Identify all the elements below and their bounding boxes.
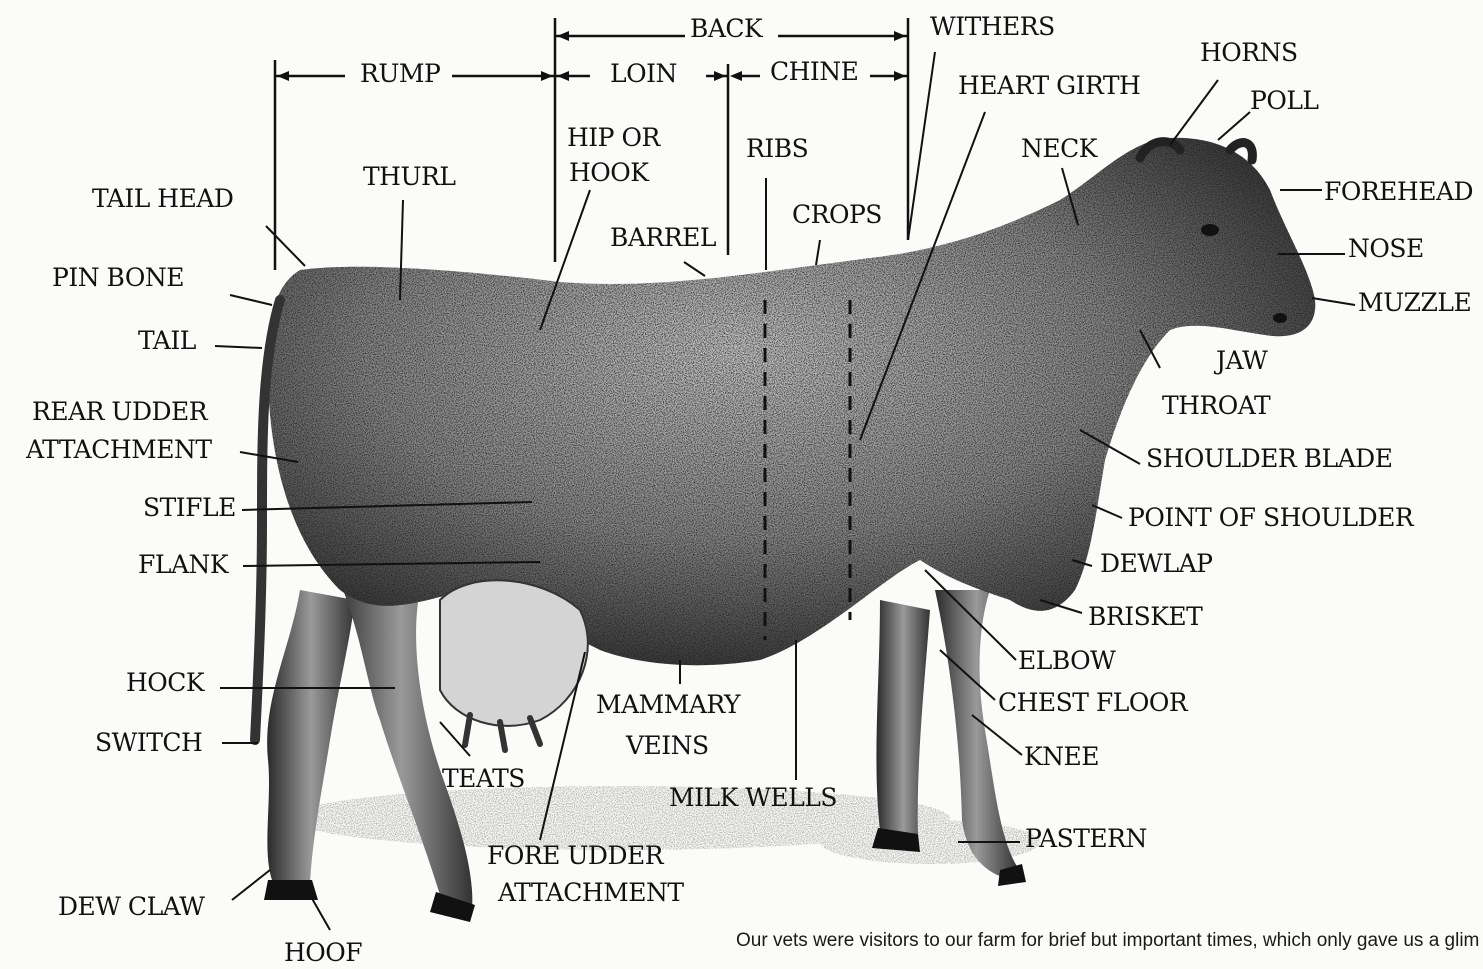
label-pastern: PASTERN (1025, 826, 1147, 851)
label-thurl: THURL (363, 164, 455, 189)
label-hock: HOCK (126, 670, 204, 695)
label-switch: SWITCH (95, 730, 202, 755)
label-ribs: RIBS (746, 136, 808, 161)
label-tail: TAIL (138, 328, 196, 353)
label-loin: LOIN (610, 61, 677, 86)
label-fore-udder-attachment: ATTACHMENT (498, 880, 684, 905)
label-nose: NOSE (1348, 236, 1424, 261)
label-shoulder-blade: SHOULDER BLADE (1146, 446, 1392, 471)
label-rear-udder-attachment: ATTACHMENT (26, 437, 212, 462)
label-mammary: MAMMARY (596, 692, 740, 717)
label-knee: KNEE (1024, 744, 1099, 769)
label-point-of-shoulder: POINT OF SHOULDER (1128, 505, 1413, 530)
label-hip-or: HIP OR (567, 125, 660, 150)
label-chine: CHINE (770, 59, 858, 84)
ground-shadow (290, 786, 1040, 864)
label-barrel: BARREL (610, 225, 716, 250)
label-crops: CROPS (792, 202, 882, 227)
label-poll: POLL (1250, 88, 1319, 113)
label-fore-udder: FORE UDDER (487, 843, 663, 868)
label-throat: THROAT (1162, 393, 1270, 418)
label-rear-udder: REAR UDDER (32, 399, 207, 424)
label-dew-claw: DEW CLAW (58, 894, 204, 919)
label-teats: TEATS (442, 766, 525, 791)
label-withers: WITHERS (930, 14, 1055, 39)
label-rump: RUMP (360, 61, 440, 86)
label-hoof: HOOF (284, 940, 362, 965)
caption-text: Our vets were visitors to our farm for b… (736, 930, 1480, 969)
label-forehead: FOREHEAD (1324, 179, 1473, 204)
label-muzzle: MUZZLE (1358, 290, 1471, 315)
label-stifle: STIFLE (143, 495, 236, 520)
label-brisket: BRISKET (1088, 604, 1202, 629)
label-tail-head: TAIL HEAD (92, 186, 233, 211)
label-hook: HOOK (569, 160, 648, 185)
label-neck: NECK (1021, 136, 1097, 161)
label-mammary-veins: VEINS (626, 733, 709, 758)
label-flank: FLANK (138, 552, 228, 577)
label-milk-wells: MILK WELLS (669, 785, 837, 810)
label-chest-floor: CHEST FLOOR (998, 690, 1187, 715)
label-dewlap: DEWLAP (1100, 551, 1212, 576)
label-heart-girth: HEART GIRTH (958, 73, 1140, 98)
label-elbow: ELBOW (1018, 648, 1115, 673)
label-jaw: JAW (1216, 348, 1267, 373)
label-horns: HORNS (1200, 40, 1298, 65)
label-back: BACK (690, 16, 762, 41)
label-pin-bone: PIN BONE (52, 265, 184, 290)
